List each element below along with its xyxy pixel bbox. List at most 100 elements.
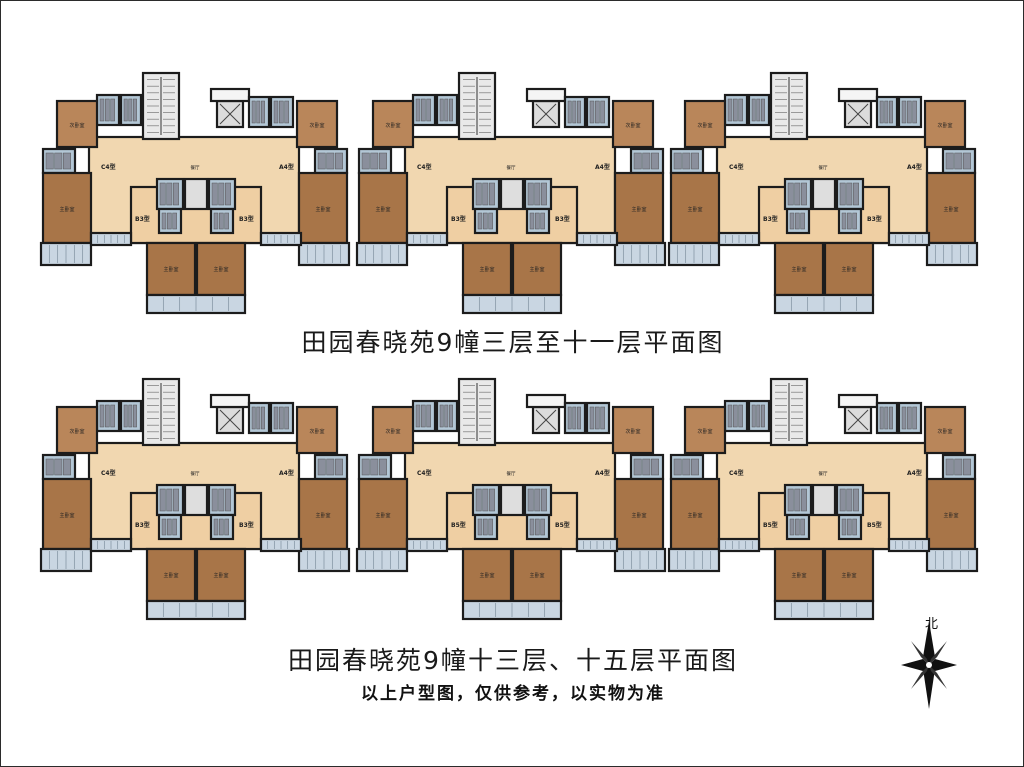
fixture [801,182,807,206]
fixture [839,182,846,206]
fixture [577,100,581,124]
fixture [761,404,765,428]
core-label-box [209,87,251,103]
room-label: 主卧室 [841,572,856,579]
fixture [444,404,449,428]
room-label: 餐厅 [507,164,516,171]
fixture [847,212,852,230]
room-label: 餐厅 [819,470,828,477]
fixture [651,152,659,170]
fixture [651,458,659,476]
fixture [475,488,482,512]
bedroom [41,477,93,551]
room-label: 次卧室 [385,428,400,435]
room-label: 次卧室 [69,122,84,129]
shaft [499,483,525,517]
fixture [733,404,738,428]
fixture [540,518,545,536]
fixture [475,182,482,206]
fixture [954,152,963,170]
fixture [589,100,595,124]
fixture [727,98,733,122]
fixture [256,100,261,124]
unit-type-label: A4型 [907,163,922,171]
fixture [326,458,335,476]
fixture [256,406,261,430]
fixture [105,98,110,122]
bedroom [357,171,409,245]
fixture [477,518,483,536]
fixture [756,98,761,122]
fixture [589,406,595,430]
fixture [128,404,133,428]
room-label: 主卧室 [943,206,958,213]
unit-type-label: B3型 [239,521,254,529]
fixture [45,152,54,170]
fixture [673,458,682,476]
room-label: 主卧室 [529,572,544,579]
fixture [251,100,256,124]
core-label-box [837,393,879,409]
bedroom [773,547,825,603]
fixture [159,182,166,206]
fixture [534,488,541,512]
fixture [945,458,954,476]
bedroom [195,547,247,603]
fixture [211,182,218,206]
unit-type-label: A4型 [907,469,922,477]
fixture [54,152,63,170]
room-label: 主卧室 [59,512,74,519]
fixture [901,100,907,124]
fixture [128,98,133,122]
fixture [172,518,177,536]
unit-type-label: C4型 [417,469,432,477]
fixture [801,488,807,512]
unit-type-label: B3型 [763,215,778,223]
fixture [633,458,642,476]
shaft [183,177,209,211]
fixture [529,518,535,536]
fixture [279,100,284,124]
shaft [811,177,837,211]
fixture [577,406,581,430]
fixture [846,182,853,206]
fixture [541,488,547,512]
fixture [284,100,289,124]
fixture [45,458,54,476]
fixture [426,98,431,122]
fixture [529,212,535,230]
fixture [172,212,177,230]
fixture [415,98,421,122]
room-label: 次卧室 [937,428,952,435]
room-label: 主卧室 [479,266,494,273]
bedroom [613,171,665,245]
bedroom [295,99,339,149]
unit-type-label: B5型 [867,521,882,529]
fixture [361,458,370,476]
fixture [751,404,756,428]
bedroom [823,241,875,297]
unit-type-label: A4型 [595,469,610,477]
fixture [853,182,859,206]
room-label: 主卧室 [943,512,958,519]
fixture [63,152,71,170]
fixture [527,182,534,206]
fixture [839,488,846,512]
fixture [439,404,444,428]
unit-type-label: B3型 [239,215,254,223]
fixture [211,488,218,512]
fixture [488,518,493,536]
unit-type-label: C4型 [729,163,744,171]
fixture [251,406,256,430]
unit-type-label: B3型 [451,215,466,223]
fixture [756,404,761,428]
fixture [370,152,379,170]
unit-type-label: B3型 [135,521,150,529]
fixture [449,404,453,428]
bedroom [683,405,727,455]
bedroom [297,477,349,551]
fixture [173,182,179,206]
fixture [335,458,343,476]
fixture [852,518,857,536]
